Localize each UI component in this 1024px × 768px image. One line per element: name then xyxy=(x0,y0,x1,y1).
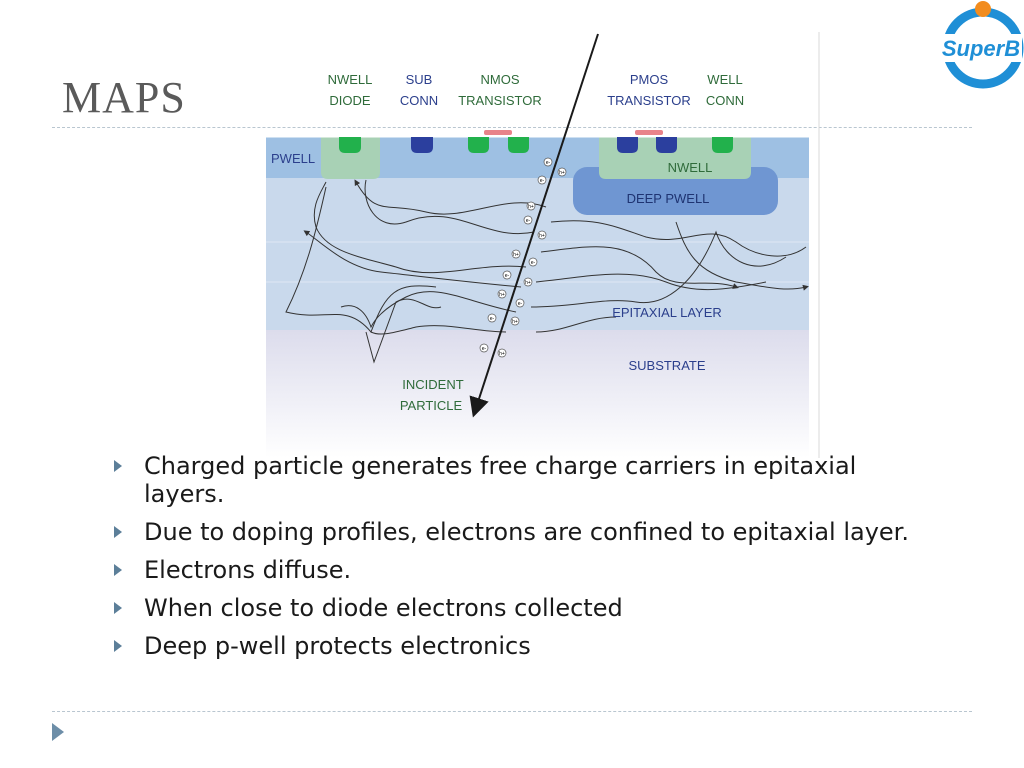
logo-text: SuperB xyxy=(942,36,1020,61)
electron-diffusion-paths xyxy=(285,179,809,364)
bullet-arrow-icon xyxy=(114,564,122,576)
carrier: h+ xyxy=(526,201,536,211)
carrier: h+ xyxy=(557,167,567,177)
svg-text:e-: e- xyxy=(540,178,545,184)
bullet-item: Electrons diffuse. xyxy=(112,556,912,584)
svg-text:e-: e- xyxy=(526,218,531,224)
carrier: e- xyxy=(523,215,533,225)
nmos-source xyxy=(468,137,489,153)
carrier: e- xyxy=(537,175,547,185)
substrate-layer xyxy=(266,330,809,458)
svg-text:h+: h+ xyxy=(539,233,545,239)
svg-text:e-: e- xyxy=(531,260,536,266)
svg-text:h+: h+ xyxy=(513,252,519,258)
top-divider xyxy=(52,127,972,128)
label-substrate: SUBSTRATE xyxy=(628,358,705,373)
nwell-diode-region xyxy=(321,137,380,179)
carrier: h+ xyxy=(497,348,507,358)
label-pmos-line2: TRANSISTOR xyxy=(607,93,691,108)
carrier: e- xyxy=(543,157,553,167)
carrier: h+ xyxy=(523,277,533,287)
label-nwell-diode-line2: DIODE xyxy=(329,93,371,108)
svg-text:h+: h+ xyxy=(512,319,518,325)
nmos-gate xyxy=(484,130,512,135)
svg-text:h+: h+ xyxy=(499,292,505,298)
svg-text:h+: h+ xyxy=(525,280,531,286)
carrier: e- xyxy=(528,257,538,267)
bullet-item: Due to doping profiles, electrons are co… xyxy=(112,518,912,546)
label-well-conn-line2: CONN xyxy=(706,93,744,108)
pmos-drain xyxy=(656,137,677,153)
bullet-item: Deep p-well protects electronics xyxy=(112,632,912,660)
label-epitaxial-layer: EPITAXIAL LAYER xyxy=(612,305,722,320)
carrier: e- xyxy=(502,270,512,280)
carrier: e- xyxy=(515,298,525,308)
bullet-item: Charged particle generates free charge c… xyxy=(112,452,912,508)
maps-cross-section-diagram: e- h+ e- h+ e- h+ h+ e- e- h+ h+ e- e- h… xyxy=(266,32,820,458)
svg-text:e-: e- xyxy=(482,346,487,352)
svg-text:h+: h+ xyxy=(528,204,534,210)
label-nmos-line2: TRANSISTOR xyxy=(458,93,542,108)
next-slide-arrow-icon[interactable] xyxy=(52,723,64,741)
label-sub-conn-line1: SUB xyxy=(406,72,433,87)
carrier: h+ xyxy=(497,289,507,299)
carrier: e- xyxy=(479,343,489,353)
svg-text:e-: e- xyxy=(518,301,523,307)
bullet-list: Charged particle generates free charge c… xyxy=(112,452,912,670)
label-well-conn-line1: WELL xyxy=(707,72,742,87)
bullet-arrow-icon xyxy=(114,640,122,652)
bullet-arrow-icon xyxy=(114,526,122,538)
charge-carriers: e- h+ e- h+ e- h+ h+ e- e- h+ h+ e- e- h… xyxy=(479,157,567,358)
sub-conn-implant xyxy=(411,137,433,153)
incident-particle-track xyxy=(469,33,599,418)
svg-text:e-: e- xyxy=(490,316,495,322)
svg-text:e-: e- xyxy=(546,160,551,166)
logo-dot xyxy=(975,1,991,17)
carrier: h+ xyxy=(537,230,547,240)
bottom-divider xyxy=(52,711,972,712)
pmos-source xyxy=(617,137,638,153)
label-deep-pwell: DEEP PWELL xyxy=(627,191,710,206)
slide-title: MAPS xyxy=(62,73,186,122)
pmos-gate xyxy=(635,130,663,135)
superb-logo: SuperB xyxy=(938,1,1024,89)
label-incident-line2: PARTICLE xyxy=(400,398,463,413)
label-sub-conn-line2: CONN xyxy=(400,93,438,108)
bullet-arrow-icon xyxy=(114,460,122,472)
carrier: h+ xyxy=(510,316,520,326)
carrier: h+ xyxy=(511,249,521,259)
label-nwell-diode-line1: NWELL xyxy=(328,72,373,87)
diode-implant xyxy=(339,137,361,153)
label-pmos-line1: PMOS xyxy=(630,72,669,87)
well-conn-implant xyxy=(712,137,733,153)
svg-text:h+: h+ xyxy=(499,351,505,357)
label-nwell: NWELL xyxy=(668,160,713,175)
nmos-drain xyxy=(508,137,529,153)
label-pwell: PWELL xyxy=(271,151,315,166)
label-incident-line1: INCIDENT xyxy=(402,377,463,392)
svg-text:e-: e- xyxy=(505,273,510,279)
label-nmos-line1: NMOS xyxy=(481,72,520,87)
bullet-item: When close to diode electrons collected xyxy=(112,594,912,622)
bullet-arrow-icon xyxy=(114,602,122,614)
svg-text:h+: h+ xyxy=(559,170,565,176)
carrier: e- xyxy=(487,313,497,323)
